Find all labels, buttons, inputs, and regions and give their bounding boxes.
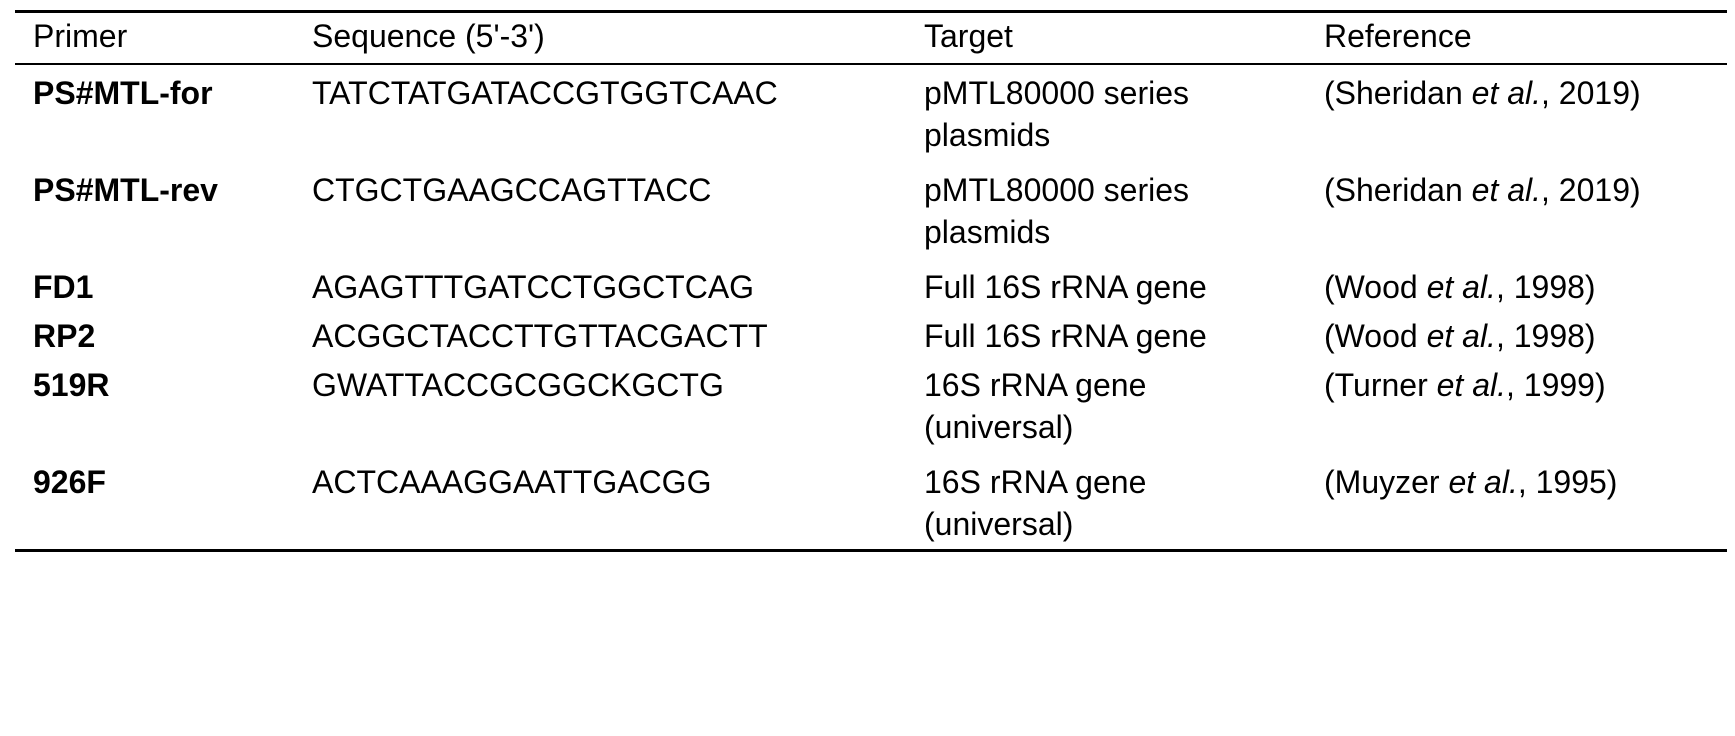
target-line-1: 16S rRNA gene	[924, 464, 1147, 500]
primer-reference: (Wood et al., 1998)	[1324, 259, 1727, 308]
table-row: PS#MTL-for TATCTATGATACCGTGGTCAAC pMTL80…	[15, 65, 1727, 162]
ref-etal: et al.	[1426, 269, 1496, 305]
header-sequence: Sequence (5'-3')	[312, 18, 545, 54]
target-line-1: Full 16S rRNA gene	[924, 318, 1207, 354]
primer-table: Primer Sequence (5'-3') Target Reference…	[15, 10, 1727, 552]
target-line-2: (universal)	[924, 409, 1074, 445]
primer-name: 519R	[33, 367, 110, 403]
primer-table-body: PS#MTL-for TATCTATGATACCGTGGTCAAC pMTL80…	[15, 65, 1727, 549]
top-rule	[15, 10, 1727, 13]
primer-name: 926F	[33, 464, 106, 500]
ref-author: (Sheridan	[1324, 172, 1472, 208]
header-row: Primer Sequence (5'-3') Target Reference	[15, 13, 1727, 63]
ref-author: (Wood	[1324, 269, 1427, 305]
target-line-2: plasmids	[924, 117, 1051, 153]
target-line-1: 16S rRNA gene	[924, 367, 1147, 403]
ref-etal: et al.	[1471, 75, 1542, 111]
header-target: Target	[924, 18, 1013, 54]
ref-etal: et al.	[1448, 464, 1518, 500]
primer-sequence: TATCTATGATACCGTGGTCAAC	[312, 75, 778, 111]
primer-target: pMTL80000 series plasmids	[924, 65, 1324, 162]
ref-author: (Muyzer	[1324, 464, 1449, 500]
primer-sequence: AGAGTTTGATCCTGGCTCAG	[312, 269, 755, 305]
table-row: 926F ACTCAAAGGAATTGACGG 16S rRNA gene (u…	[15, 454, 1727, 549]
header-primer: Primer	[33, 18, 128, 54]
ref-year: , 1999)	[1505, 367, 1606, 403]
primer-sequence: ACTCAAAGGAATTGACGG	[312, 464, 712, 500]
ref-year: , 1998)	[1495, 318, 1596, 354]
table-row: 519R GWATTACCGCGGCKGCTG 16S rRNA gene (u…	[15, 357, 1727, 454]
table-header: Primer Sequence (5'-3') Target Reference	[15, 13, 1727, 63]
ref-etal: et al.	[1426, 318, 1496, 354]
target-line-2: plasmids	[924, 214, 1051, 250]
primer-target: Full 16S rRNA gene	[924, 308, 1324, 357]
primer-name: FD1	[33, 269, 94, 305]
table-row: RP2 ACGGCTACCTTGTTACGACTT Full 16S rRNA …	[15, 308, 1727, 357]
primer-reference: (Sheridan et al., 2019)	[1324, 65, 1727, 162]
target-line-1: Full 16S rRNA gene	[924, 269, 1207, 305]
primer-table-grid: Primer Sequence (5'-3') Target Reference	[15, 13, 1727, 63]
header-rule	[15, 63, 1727, 65]
ref-year: , 1995)	[1517, 464, 1618, 500]
primer-name: RP2	[33, 318, 96, 354]
primer-sequence: GWATTACCGCGGCKGCTG	[312, 367, 724, 403]
ref-author: (Wood	[1324, 318, 1427, 354]
primer-target: Full 16S rRNA gene	[924, 259, 1324, 308]
primer-name: PS#MTL-rev	[33, 172, 218, 208]
target-line-2: (universal)	[924, 506, 1074, 542]
primer-target: 16S rRNA gene (universal)	[924, 454, 1324, 549]
header-reference: Reference	[1324, 18, 1472, 54]
primer-reference: (Sheridan et al., 2019)	[1324, 162, 1727, 259]
ref-year: , 1998)	[1495, 269, 1596, 305]
bottom-rule	[15, 549, 1727, 552]
ref-year: , 2019)	[1541, 75, 1641, 111]
table-row: FD1 AGAGTTTGATCCTGGCTCAG Full 16S rRNA g…	[15, 259, 1727, 308]
ref-etal: et al.	[1436, 367, 1506, 403]
primer-sequence: CTGCTGAAGCCAGTTACC	[312, 172, 712, 208]
primer-reference: (Turner et al., 1999)	[1324, 357, 1727, 454]
ref-etal: et al.	[1471, 172, 1542, 208]
primer-reference: (Wood et al., 1998)	[1324, 308, 1727, 357]
table-row: PS#MTL-rev CTGCTGAAGCCAGTTACC pMTL80000 …	[15, 162, 1727, 259]
primer-reference: (Muyzer et al., 1995)	[1324, 454, 1727, 549]
target-line-1: pMTL80000 series	[924, 172, 1190, 208]
primer-target: pMTL80000 series plasmids	[924, 162, 1324, 259]
primer-sequence: ACGGCTACCTTGTTACGACTT	[312, 318, 768, 354]
target-line-1: pMTL80000 series	[924, 75, 1190, 111]
primer-target: 16S rRNA gene (universal)	[924, 357, 1324, 454]
ref-author: (Sheridan	[1324, 75, 1472, 111]
primer-name: PS#MTL-for	[33, 75, 213, 111]
ref-year: , 2019)	[1541, 172, 1641, 208]
ref-author: (Turner	[1324, 367, 1437, 403]
